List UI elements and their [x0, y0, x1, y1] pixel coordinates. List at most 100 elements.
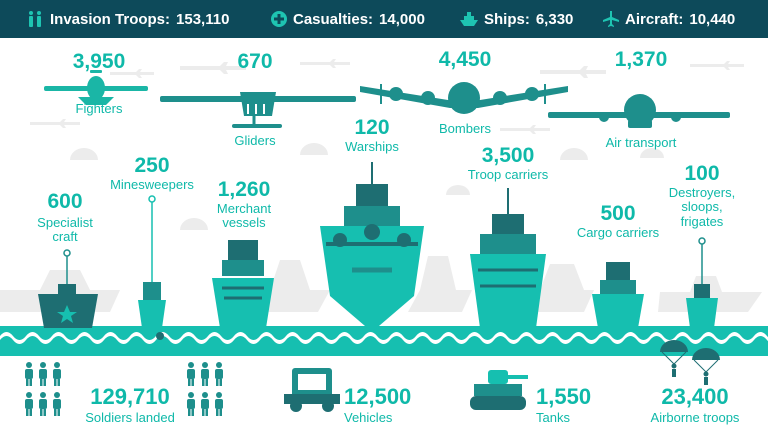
stat-label: Ships:: [484, 10, 530, 28]
troop-carriers-value: 3,500: [481, 144, 535, 167]
wave-shape: [26, 332, 52, 344]
label-specialist-craft: 600 Specialist craft: [22, 190, 108, 245]
cargo-carriers-value: 500: [600, 202, 636, 225]
minesweeper-icon: [138, 195, 166, 340]
soldier-icon: [39, 392, 47, 416]
warships-value: 120: [354, 116, 390, 139]
transport-plane-icon: [548, 94, 730, 128]
ship-icon: [460, 12, 478, 26]
stat-ships: Ships: 6,330: [460, 0, 573, 38]
vehicles-label: Vehicles: [344, 410, 393, 425]
troop-carrier-icon: [470, 188, 546, 328]
soldier-icon: [53, 392, 61, 416]
stat-invasion-troops: Invasion Troops: 153,110: [26, 0, 229, 38]
label-tanks: 1,550 Tanks: [536, 384, 591, 425]
tank-icon: [470, 370, 528, 410]
wave-shape: [52, 332, 78, 344]
soldier-icon: [187, 392, 195, 416]
wave-shape: [520, 332, 546, 344]
wave-shape: [182, 332, 208, 344]
label-cargo-carriers: 500 Cargo carriers: [566, 202, 670, 240]
truck-icon: [284, 368, 340, 412]
wave-shape: [286, 332, 312, 344]
stat-value: 10,440: [689, 10, 736, 28]
soldier-icon: [39, 362, 47, 386]
wave-shape: [572, 332, 598, 344]
stat-label: Casualties:: [293, 10, 374, 28]
header-bar: Invasion Troops: 153,110 Casualties: 14,…: [0, 0, 768, 38]
specialist-craft-label: Specialist craft: [37, 214, 93, 245]
wave-shape: [260, 332, 286, 344]
airborne-troops-value: 23,400: [661, 384, 729, 409]
specialist-craft-value: 600: [47, 190, 83, 213]
troop-carriers-label: Troop carriers: [467, 166, 549, 182]
soldier-icon: [25, 392, 33, 416]
merchant-vessels-value: 1,260: [217, 178, 271, 201]
label-gliders: 670 Gliders: [210, 50, 300, 148]
air-transport-value: 1,370: [614, 48, 668, 71]
tanks-label: Tanks: [536, 410, 570, 425]
stat-value: 14,000: [379, 10, 425, 28]
soldiers-icon: [29, 11, 41, 27]
wave-shape: [104, 332, 130, 344]
merchant-vessel-icon: [212, 240, 274, 328]
label-merchant-vessels: 1,260 Merchant vessels: [196, 178, 292, 231]
wave-shape: [624, 332, 650, 344]
destroyers-value: 100: [684, 162, 720, 185]
wave-shape: [416, 332, 442, 344]
wave-shape: [390, 332, 416, 344]
wave-shape: [676, 332, 702, 344]
fighters-label: Fighters: [75, 100, 123, 116]
wave-shape: [130, 332, 156, 344]
label-minesweepers: 250 Minesweepers: [102, 154, 202, 192]
minesweepers-value: 250: [134, 154, 170, 177]
wave-shape: [728, 332, 754, 344]
bg-parachute-icon: [70, 143, 664, 230]
label-bombers: 4,450 Bombers: [420, 48, 510, 136]
wave-shape: [754, 332, 768, 342]
stat-aircraft: Aircraft: 10,440: [603, 0, 735, 38]
wave-shape: [598, 332, 624, 344]
tanks-value: 1,550: [536, 384, 592, 409]
label-warships: 120 Warships: [330, 116, 414, 154]
soldier-icon: [25, 362, 33, 386]
label-fighters: 3,950 Fighters: [54, 50, 144, 116]
soldiers-group-icon: [25, 362, 223, 416]
bombers-value: 4,450: [438, 48, 492, 71]
label-vehicles: 12,500 Vehicles: [344, 384, 411, 425]
wave-shape: [546, 332, 572, 344]
wave-shape: [702, 332, 728, 344]
soldier-icon: [201, 362, 209, 386]
stat-casualties: Casualties: 14,000: [271, 0, 425, 38]
bg-plane-icon: [30, 59, 744, 134]
destroyer-icon: [686, 237, 718, 328]
wave-shape: [0, 332, 26, 344]
soldier-icon: [187, 362, 195, 386]
label-airborne-troops: 23,400 Airborne troops: [640, 384, 750, 425]
wave-shape: [234, 332, 260, 344]
warships-label: Warships: [345, 138, 399, 154]
label-soldiers-landed: 129,710 Soldiers landed: [80, 384, 180, 425]
specialist-craft-icon: [38, 249, 98, 328]
soldier-icon: [215, 392, 223, 416]
warship-icon: [320, 162, 424, 332]
airborne-troops-label: Airborne troops: [650, 410, 740, 425]
stat-value: 153,110: [176, 10, 230, 28]
fighters-value: 3,950: [72, 50, 126, 73]
plane-icon: [603, 11, 619, 27]
wave-shape: [442, 332, 468, 344]
bombers-label: Bombers: [438, 120, 492, 136]
wave-shape: [364, 332, 390, 344]
soldier-icon: [53, 362, 61, 386]
red-cross-icon: [271, 11, 287, 27]
minesweepers-label: Minesweepers: [110, 176, 194, 192]
sea-waves: [0, 326, 768, 356]
stat-label: Invasion Troops:: [50, 10, 171, 28]
glider-icon: [160, 92, 356, 128]
stat-label: Aircraft:: [625, 10, 684, 28]
infographic-art: [0, 59, 768, 416]
wave-shape: [312, 332, 338, 344]
merchant-vessels-label: Merchant vessels: [216, 200, 272, 231]
vehicles-value: 12,500: [344, 384, 412, 409]
label-destroyers: 100 Destroyers, sloops, frigates: [660, 162, 744, 229]
